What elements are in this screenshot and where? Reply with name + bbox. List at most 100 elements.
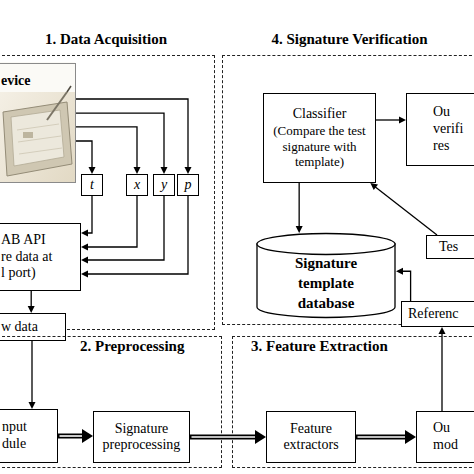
stage-region: 3. Feature ExtractionFeature extractors O…	[232, 336, 474, 468]
device-image-box: evice	[0, 63, 76, 183]
connector-line	[87, 196, 164, 260]
connector-line	[31, 341, 32, 403]
connector-inner	[192, 436, 257, 438]
connector-line	[87, 196, 188, 274]
connector-arrow	[81, 196, 137, 251]
box-body: (Compare the test signature with templat…	[264, 123, 375, 170]
connector-line	[190, 435, 257, 440]
signal-name: t	[82, 178, 102, 192]
connector-line	[31, 291, 32, 307]
arrow-head	[81, 229, 88, 236]
box-label: AB API re data at l port)	[1, 232, 56, 282]
connector-arrow	[81, 196, 164, 263]
device-label: evice	[1, 73, 31, 89]
stage-region: 1. Data AcquisitionevicetxypAB API re da…	[0, 55, 215, 330]
arrow-head	[370, 183, 378, 190]
process-box: Ou mod	[416, 411, 474, 463]
signal-name: p	[178, 178, 198, 192]
stage-title: 2. Preprocessing	[80, 338, 184, 355]
connector-arrow	[370, 183, 437, 235]
connector-inner	[358, 436, 407, 438]
double-arrow	[190, 430, 266, 444]
connector-line	[299, 183, 300, 227]
connector-arrow	[439, 327, 446, 411]
signal-name: y	[154, 178, 174, 192]
connector-line	[356, 435, 407, 440]
data-box: Referenc	[401, 301, 474, 327]
process-box: Feature extractors	[266, 411, 356, 463]
connector-arrow	[81, 196, 188, 278]
connector-arrow	[28, 291, 35, 313]
cylinder-top	[257, 234, 395, 255]
stage-title: 3. Feature Extraction	[251, 338, 388, 355]
connector-arrow	[76, 141, 96, 174]
arrow-head	[82, 429, 93, 443]
arrow-head	[439, 327, 446, 334]
double-arrow	[58, 429, 93, 443]
box-label: nput dule	[2, 419, 36, 453]
connector-line	[76, 127, 137, 168]
arrow-head	[161, 167, 168, 174]
box-label: w data	[1, 319, 65, 335]
connector-arrow	[81, 196, 92, 236]
box-label: Ou mod	[433, 420, 463, 454]
box-label: Referenc	[408, 306, 474, 322]
database-cylinder: Signature template database	[256, 233, 396, 318]
arrow-head	[399, 117, 406, 124]
connector-arrow	[76, 99, 192, 174]
stage-region: 4. Signature VerificationClassifier(Comp…	[222, 55, 474, 325]
arrow-head	[255, 430, 266, 444]
connector-arrow	[29, 341, 36, 409]
connector-arrow	[76, 113, 168, 174]
cylinder-body	[257, 244, 395, 318]
arrow-head	[296, 226, 303, 233]
connector-line	[375, 187, 437, 235]
classifier-box: Classifier(Compare the test signature wi…	[263, 93, 376, 183]
connector-arrow	[76, 127, 141, 174]
arrow-head	[396, 268, 403, 275]
connector-line	[87, 196, 92, 233]
arrow-head	[405, 430, 416, 444]
stage-region: 2. Preprocessing nput dule Signature prepr…	[0, 336, 222, 468]
arrow-head	[28, 306, 35, 313]
signal-box: x	[126, 174, 148, 196]
signal-name: x	[127, 178, 147, 192]
arrow-head	[89, 167, 96, 174]
connector-arrow	[396, 268, 411, 301]
box-label: Ou verifi res	[433, 104, 471, 154]
connector-arrow	[376, 117, 406, 124]
connector-line	[76, 99, 188, 168]
connector-inner	[60, 435, 84, 437]
connector-arrow	[296, 183, 303, 233]
connector-line	[87, 196, 137, 247]
connector-line	[76, 141, 92, 168]
box-label: Tes	[439, 239, 474, 255]
stage-title: 4. Signature Verification	[223, 31, 474, 48]
process-box: Signature preprocessing	[93, 411, 190, 463]
output-box: Ou verifi res	[406, 93, 474, 166]
connector-line	[76, 113, 164, 168]
double-arrow	[356, 430, 416, 444]
signal-box: y	[153, 174, 175, 196]
signal-box: t	[81, 174, 103, 196]
arrow-head	[134, 167, 141, 174]
connector-line	[58, 434, 84, 439]
connector-line	[402, 271, 411, 301]
database-label: Signature template database	[276, 253, 376, 313]
box-label: Feature extractors	[267, 421, 355, 453]
box-heading: Classifier	[264, 106, 375, 123]
data-box: Tes	[426, 235, 474, 259]
arrow-head	[81, 271, 88, 278]
arrow-head	[81, 256, 88, 263]
connector-line	[441, 333, 442, 411]
arrow-head	[29, 402, 36, 409]
box-label: Signature preprocessing	[94, 421, 189, 453]
signal-box: p	[177, 174, 199, 196]
arrow-head	[81, 244, 88, 251]
connector-line	[376, 119, 400, 120]
api-box: AB API re data at l port)	[0, 223, 81, 291]
stage-title: 1. Data Acquisition	[0, 31, 214, 48]
process-box: nput dule	[0, 409, 58, 463]
